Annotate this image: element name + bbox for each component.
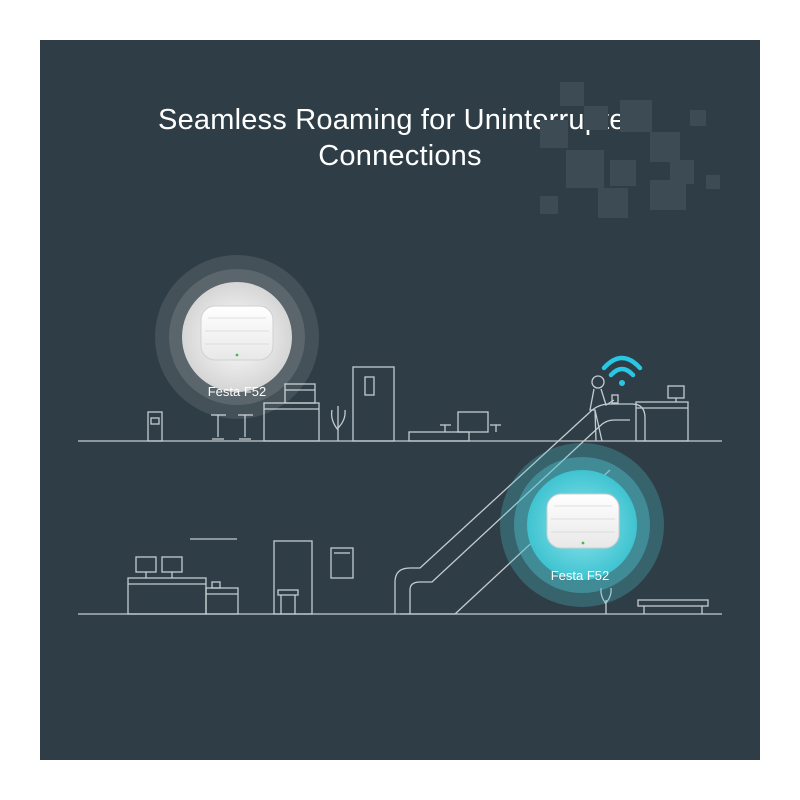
ap-label-inactive: Festa F52 <box>208 384 267 399</box>
bench <box>637 599 709 614</box>
pixel-pattern-decoration <box>540 82 720 218</box>
plant <box>330 406 346 441</box>
access-point-inactive: Festa F52 <box>155 255 319 419</box>
lower-floor <box>78 538 722 615</box>
doorway <box>273 540 313 615</box>
wifi-signal-icon <box>601 355 643 386</box>
access-point-icon <box>546 493 620 549</box>
door <box>352 366 395 442</box>
wall-poster <box>330 547 354 579</box>
cafe-table <box>408 411 501 442</box>
dispenser <box>147 411 163 442</box>
plant-lower <box>600 587 612 614</box>
access-point-icon <box>200 305 274 361</box>
person-icon <box>589 375 619 442</box>
counter <box>263 383 320 442</box>
cabinet <box>205 581 239 615</box>
bar-stools <box>211 414 253 440</box>
background-panel: Seamless Roaming for Uninterrupted Conne… <box>40 40 760 760</box>
reception-desk <box>635 385 689 442</box>
ap-label-active: Festa F52 <box>551 568 610 583</box>
access-point-active: Festa F52 <box>500 443 664 607</box>
office-desk <box>127 556 207 615</box>
headline-line-2: Connections <box>318 140 482 172</box>
upper-floor <box>78 366 722 442</box>
